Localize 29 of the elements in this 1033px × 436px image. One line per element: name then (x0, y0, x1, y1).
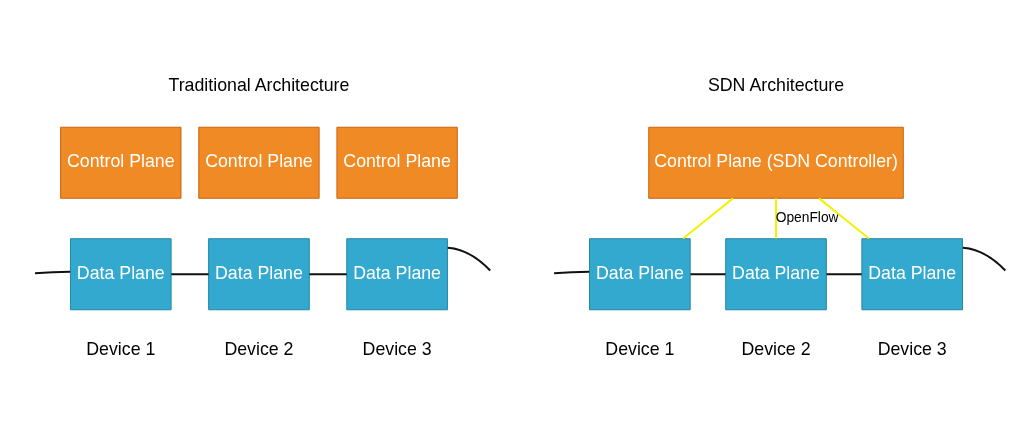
node-box: Data Plane (589, 237, 691, 310)
connector (308, 272, 348, 275)
connector (825, 272, 863, 275)
label: SDN Architecture (707, 74, 845, 95)
connector (170, 272, 210, 275)
connector (553, 270, 591, 274)
node-box: Data Plane (861, 237, 964, 310)
node-box: Control Plane (336, 126, 458, 199)
connector (818, 196, 870, 239)
node-box: Data Plane (725, 237, 827, 310)
connector (34, 270, 72, 274)
node-box: Control Plane (198, 126, 320, 199)
node-label: Device 1 (86, 338, 156, 359)
connector (446, 246, 492, 271)
node-box: Data Plane (208, 237, 310, 310)
node-label: Device 3 (877, 338, 947, 359)
connector (682, 196, 734, 239)
node-box: Data Plane (346, 237, 448, 310)
node-box: Control Plane (60, 126, 182, 199)
node-label: Device 2 (741, 338, 811, 359)
node-box: Control Plane (SDN Controller) (648, 126, 904, 199)
label: Traditional Architecture (168, 74, 350, 95)
node-label: Device 3 (362, 338, 432, 359)
connector (775, 196, 777, 239)
node-label: Device 2 (224, 338, 294, 359)
connector (961, 246, 1007, 271)
node-label: Device 1 (605, 338, 675, 359)
connector (689, 272, 727, 275)
node-box: Data Plane (69, 237, 172, 310)
